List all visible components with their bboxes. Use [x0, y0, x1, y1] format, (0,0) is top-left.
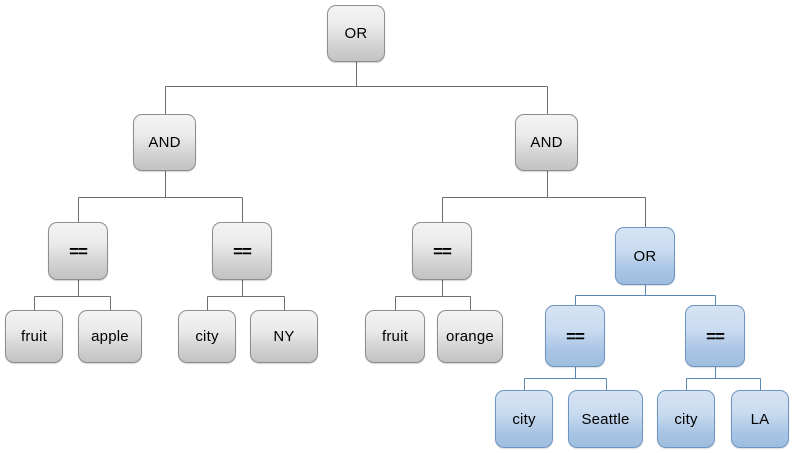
tree-node-eq-blue-2[interactable]: == [685, 305, 745, 367]
tree-node-label: AND [530, 134, 563, 151]
tree-node-eq-1[interactable]: == [48, 222, 108, 280]
tree-node-label: fruit [381, 328, 408, 345]
tree-node-leaf-apple[interactable]: apple [78, 310, 142, 363]
tree-node-label: == [433, 241, 452, 261]
tree-node-label: city [512, 410, 536, 428]
tree-node-label: city [195, 328, 219, 345]
tree-node-and-left[interactable]: AND [133, 114, 196, 171]
tree-node-label: orange [446, 328, 494, 345]
tree-node-label: Seattle [581, 410, 630, 428]
tree-node-or-blue[interactable]: OR [615, 227, 675, 285]
tree-node-label: == [566, 326, 585, 346]
tree-node-leaf-la[interactable]: LA [731, 390, 789, 448]
tree-node-leaf-fruit1[interactable]: fruit [5, 310, 63, 363]
tree-node-eq-blue-1[interactable]: == [545, 305, 605, 367]
tree-node-leaf-city3[interactable]: city [657, 390, 715, 448]
tree-node-label: == [706, 326, 725, 346]
tree-node-label: apple [91, 328, 129, 345]
tree-node-label: fruit [20, 328, 47, 345]
tree-node-eq-3[interactable]: == [412, 222, 472, 280]
tree-node-label: == [69, 241, 88, 261]
tree-node-label: LA [750, 410, 770, 428]
tree-node-label: city [674, 410, 698, 428]
tree-node-label: OR [633, 247, 657, 265]
tree-node-leaf-city2[interactable]: city [495, 390, 553, 448]
tree-node-leaf-ny[interactable]: NY [250, 310, 318, 363]
tree-node-label: NY [273, 328, 295, 345]
tree-node-leaf-fruit2[interactable]: fruit [365, 310, 425, 363]
tree-node-label: AND [148, 134, 181, 151]
tree-node-leaf-orange[interactable]: orange [437, 310, 503, 363]
tree-node-leaf-seattle[interactable]: Seattle [568, 390, 643, 448]
tree-node-eq-2[interactable]: == [212, 222, 272, 280]
tree-node-label: OR [344, 25, 368, 42]
tree-node-root[interactable]: OR [327, 5, 385, 62]
tree-node-leaf-city1[interactable]: city [178, 310, 236, 363]
tree-node-label: == [233, 241, 252, 261]
tree-node-and-right[interactable]: AND [515, 114, 578, 171]
